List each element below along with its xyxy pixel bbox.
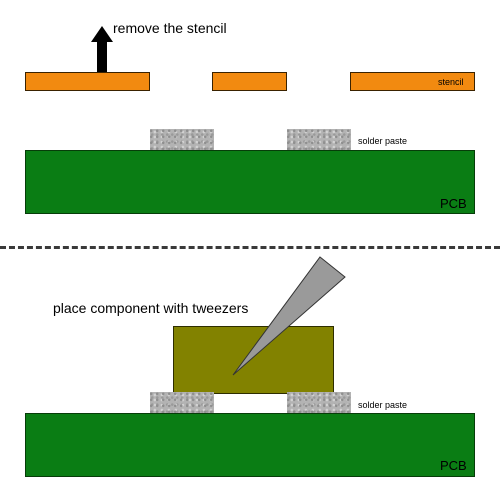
pcb-label-bottom: PCB <box>440 458 467 473</box>
up-arrow-icon <box>91 26 113 72</box>
solder-paste-label-top: solder paste <box>358 136 408 146</box>
bottom-instruction: place component with tweezers <box>53 300 249 316</box>
pcb-board-top <box>25 150 475 214</box>
solder-paste-pad-right <box>287 129 351 151</box>
pcb-label-top: PCB <box>440 196 467 211</box>
solder-paste-pad-left <box>150 129 214 151</box>
stencil-label: stencil <box>438 77 464 87</box>
pcb-board-bottom <box>25 413 475 477</box>
smd-component <box>173 326 334 394</box>
stencil-segment-middle <box>212 72 287 91</box>
stencil-segment-left <box>25 72 150 91</box>
solder-paste-pad-right-bottom <box>287 392 351 414</box>
section-divider <box>0 246 500 249</box>
tweezers-icon <box>232 256 346 376</box>
top-instruction: remove the stencil <box>113 20 227 36</box>
solder-paste-label-bottom: solder paste <box>358 400 408 410</box>
solder-paste-pad-left-bottom <box>150 392 214 414</box>
stencil-segment-right <box>350 72 475 91</box>
